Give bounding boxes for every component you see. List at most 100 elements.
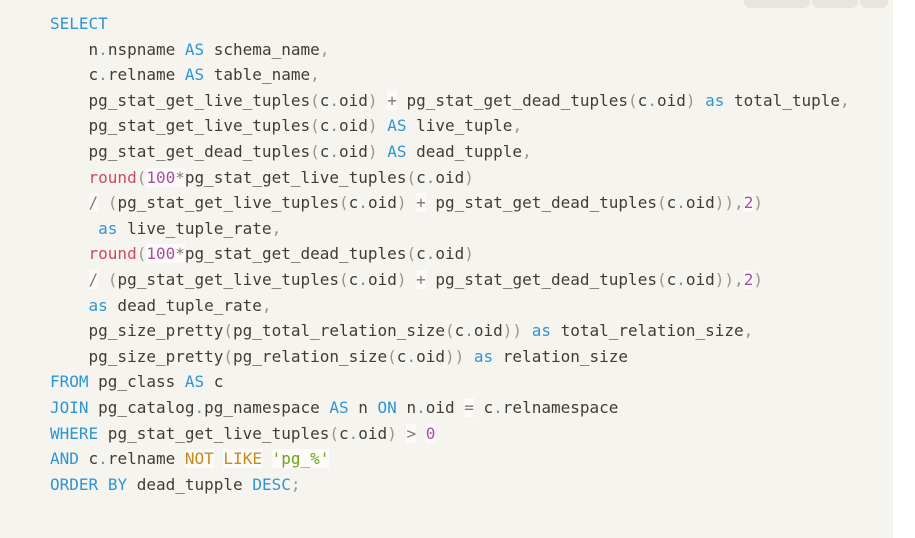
code-token: c (50, 65, 99, 85)
code-token: c (319, 141, 330, 161)
code-token-k: AS (184, 372, 205, 392)
code-token-p: , (840, 90, 850, 110)
code-token: live_tuple (406, 116, 513, 136)
code-token: oid (339, 141, 368, 161)
code-token-op: = (464, 397, 474, 417)
code-token-dot: . (425, 244, 436, 264)
code-token-p: ( (387, 346, 397, 366)
code-toolbar (744, 0, 888, 8)
code-token (378, 91, 388, 110)
code-token-num: 0 (425, 423, 436, 443)
code-line: ORDER BY dead_tupple DESC; (50, 472, 879, 498)
code-token-k: SELECT (50, 14, 108, 33)
code-token-k: WHERE (50, 423, 99, 443)
code-token (696, 91, 706, 110)
code-token-p: ( (223, 321, 234, 341)
toolbar-button-3[interactable] (860, 0, 888, 8)
code-token: pg_stat_get_live_tuples (50, 116, 311, 136)
code-token: oid (367, 269, 397, 289)
code-token-p: ; (290, 474, 301, 494)
code-token: pg_total_relation_size (233, 321, 445, 341)
code-token-k: as (705, 90, 725, 110)
code-token: pg_stat_get_live_tuples (50, 90, 311, 110)
code-token-p: ( (310, 90, 320, 110)
code-token: pg_namespace (204, 397, 330, 417)
toolbar-button-2[interactable] (812, 0, 858, 8)
code-token-p: )) (444, 346, 465, 366)
code-token-f: round (88, 167, 137, 187)
code-token: oid (367, 193, 397, 213)
code-token-p: ( (136, 167, 147, 187)
code-line: round(100*pg_stat_get_dead_tuples(c.oid) (50, 241, 879, 267)
code-token: pg_size_pretty (50, 321, 224, 341)
code-token (98, 193, 108, 212)
code-line: FROM pg_class AS c (50, 369, 879, 395)
code-token-p: ) (685, 90, 696, 110)
code-token-p: ) (367, 116, 378, 136)
code-token-dot: . (329, 90, 340, 110)
code-line: round(100*pg_stat_get_live_tuples(c.oid) (50, 165, 879, 191)
code-token: nspname (107, 39, 185, 59)
code-token: c (339, 423, 349, 443)
code-token-p: ) (367, 141, 378, 161)
code-token: pg_stat_get_dead_tuples (184, 244, 407, 264)
code-token-op: + (416, 193, 426, 213)
code-token (406, 270, 416, 289)
code-token: pg_size_pretty (50, 346, 224, 366)
code-token (406, 193, 416, 212)
code-token: oid (435, 244, 465, 264)
code-token-dot: . (493, 397, 503, 417)
code-token (378, 142, 388, 161)
code-token (50, 244, 89, 263)
code-token: dead_tupple (127, 474, 253, 494)
code-token: oid (685, 193, 715, 213)
code-token-p: ) (753, 269, 763, 289)
code-token: c (348, 193, 359, 213)
code-token: total_tuple (724, 90, 840, 110)
code-line: / (pg_stat_get_live_tuples(c.oid) + pg_s… (50, 190, 879, 216)
code-block: SELECT n.nspname AS schema_name, c.relna… (0, 0, 893, 538)
code-token: c (319, 116, 330, 136)
code-token-p: , (743, 321, 754, 341)
code-token-p: , (261, 295, 272, 315)
code-token-num: 2 (743, 269, 754, 289)
code-token-k: AS (184, 39, 205, 59)
code-token-k: AS (387, 116, 407, 136)
code-token-k: as (88, 295, 108, 315)
code-token-op: + (416, 269, 426, 289)
code-line: pg_size_pretty(pg_relation_size(c.oid)) … (50, 344, 879, 370)
code-token-p: ( (136, 244, 147, 264)
code-token: oid (416, 346, 445, 366)
code-token (378, 116, 388, 135)
code-token: pg_stat_get_dead_tuples (50, 141, 311, 161)
code-token-p: ) (396, 269, 407, 289)
code-line: SELECT (50, 11, 879, 37)
code-line: pg_size_pretty(pg_total_relation_size(c.… (50, 318, 879, 344)
code-line: pg_stat_get_live_tuples(c.oid) + pg_stat… (50, 88, 879, 114)
code-token-k: AS (329, 397, 349, 417)
code-token: c (396, 346, 407, 366)
code-token-p: , (734, 193, 744, 213)
code-token: c (637, 90, 648, 110)
code-token-k: AS (387, 141, 407, 161)
code-token: oid (473, 321, 503, 341)
code-token-dot: . (358, 269, 368, 289)
code-token-dot: . (98, 65, 108, 85)
code-token-op: * (175, 167, 185, 187)
code-token: oid (656, 90, 686, 110)
code-token: c (454, 321, 465, 341)
code-token-dot: . (348, 423, 359, 443)
code-line: as dead_tuple_rate, (50, 293, 879, 319)
code-token-dot: . (329, 141, 340, 161)
code-token: pg_stat_get_dead_tuples (425, 193, 657, 213)
code-token-f: round (88, 244, 137, 264)
code-token-dot: . (98, 449, 108, 469)
code-token-p: , (522, 141, 532, 161)
code-token: pg_stat_get_dead_tuples (425, 269, 657, 289)
toolbar-button-1[interactable] (744, 0, 810, 8)
code-token-p: )) (714, 193, 735, 213)
code-token-wop: LIKE (223, 449, 262, 469)
code-token-dot: . (416, 397, 426, 417)
code-token: pg_stat_get_live_tuples (98, 423, 330, 443)
code-token: c (348, 269, 359, 289)
